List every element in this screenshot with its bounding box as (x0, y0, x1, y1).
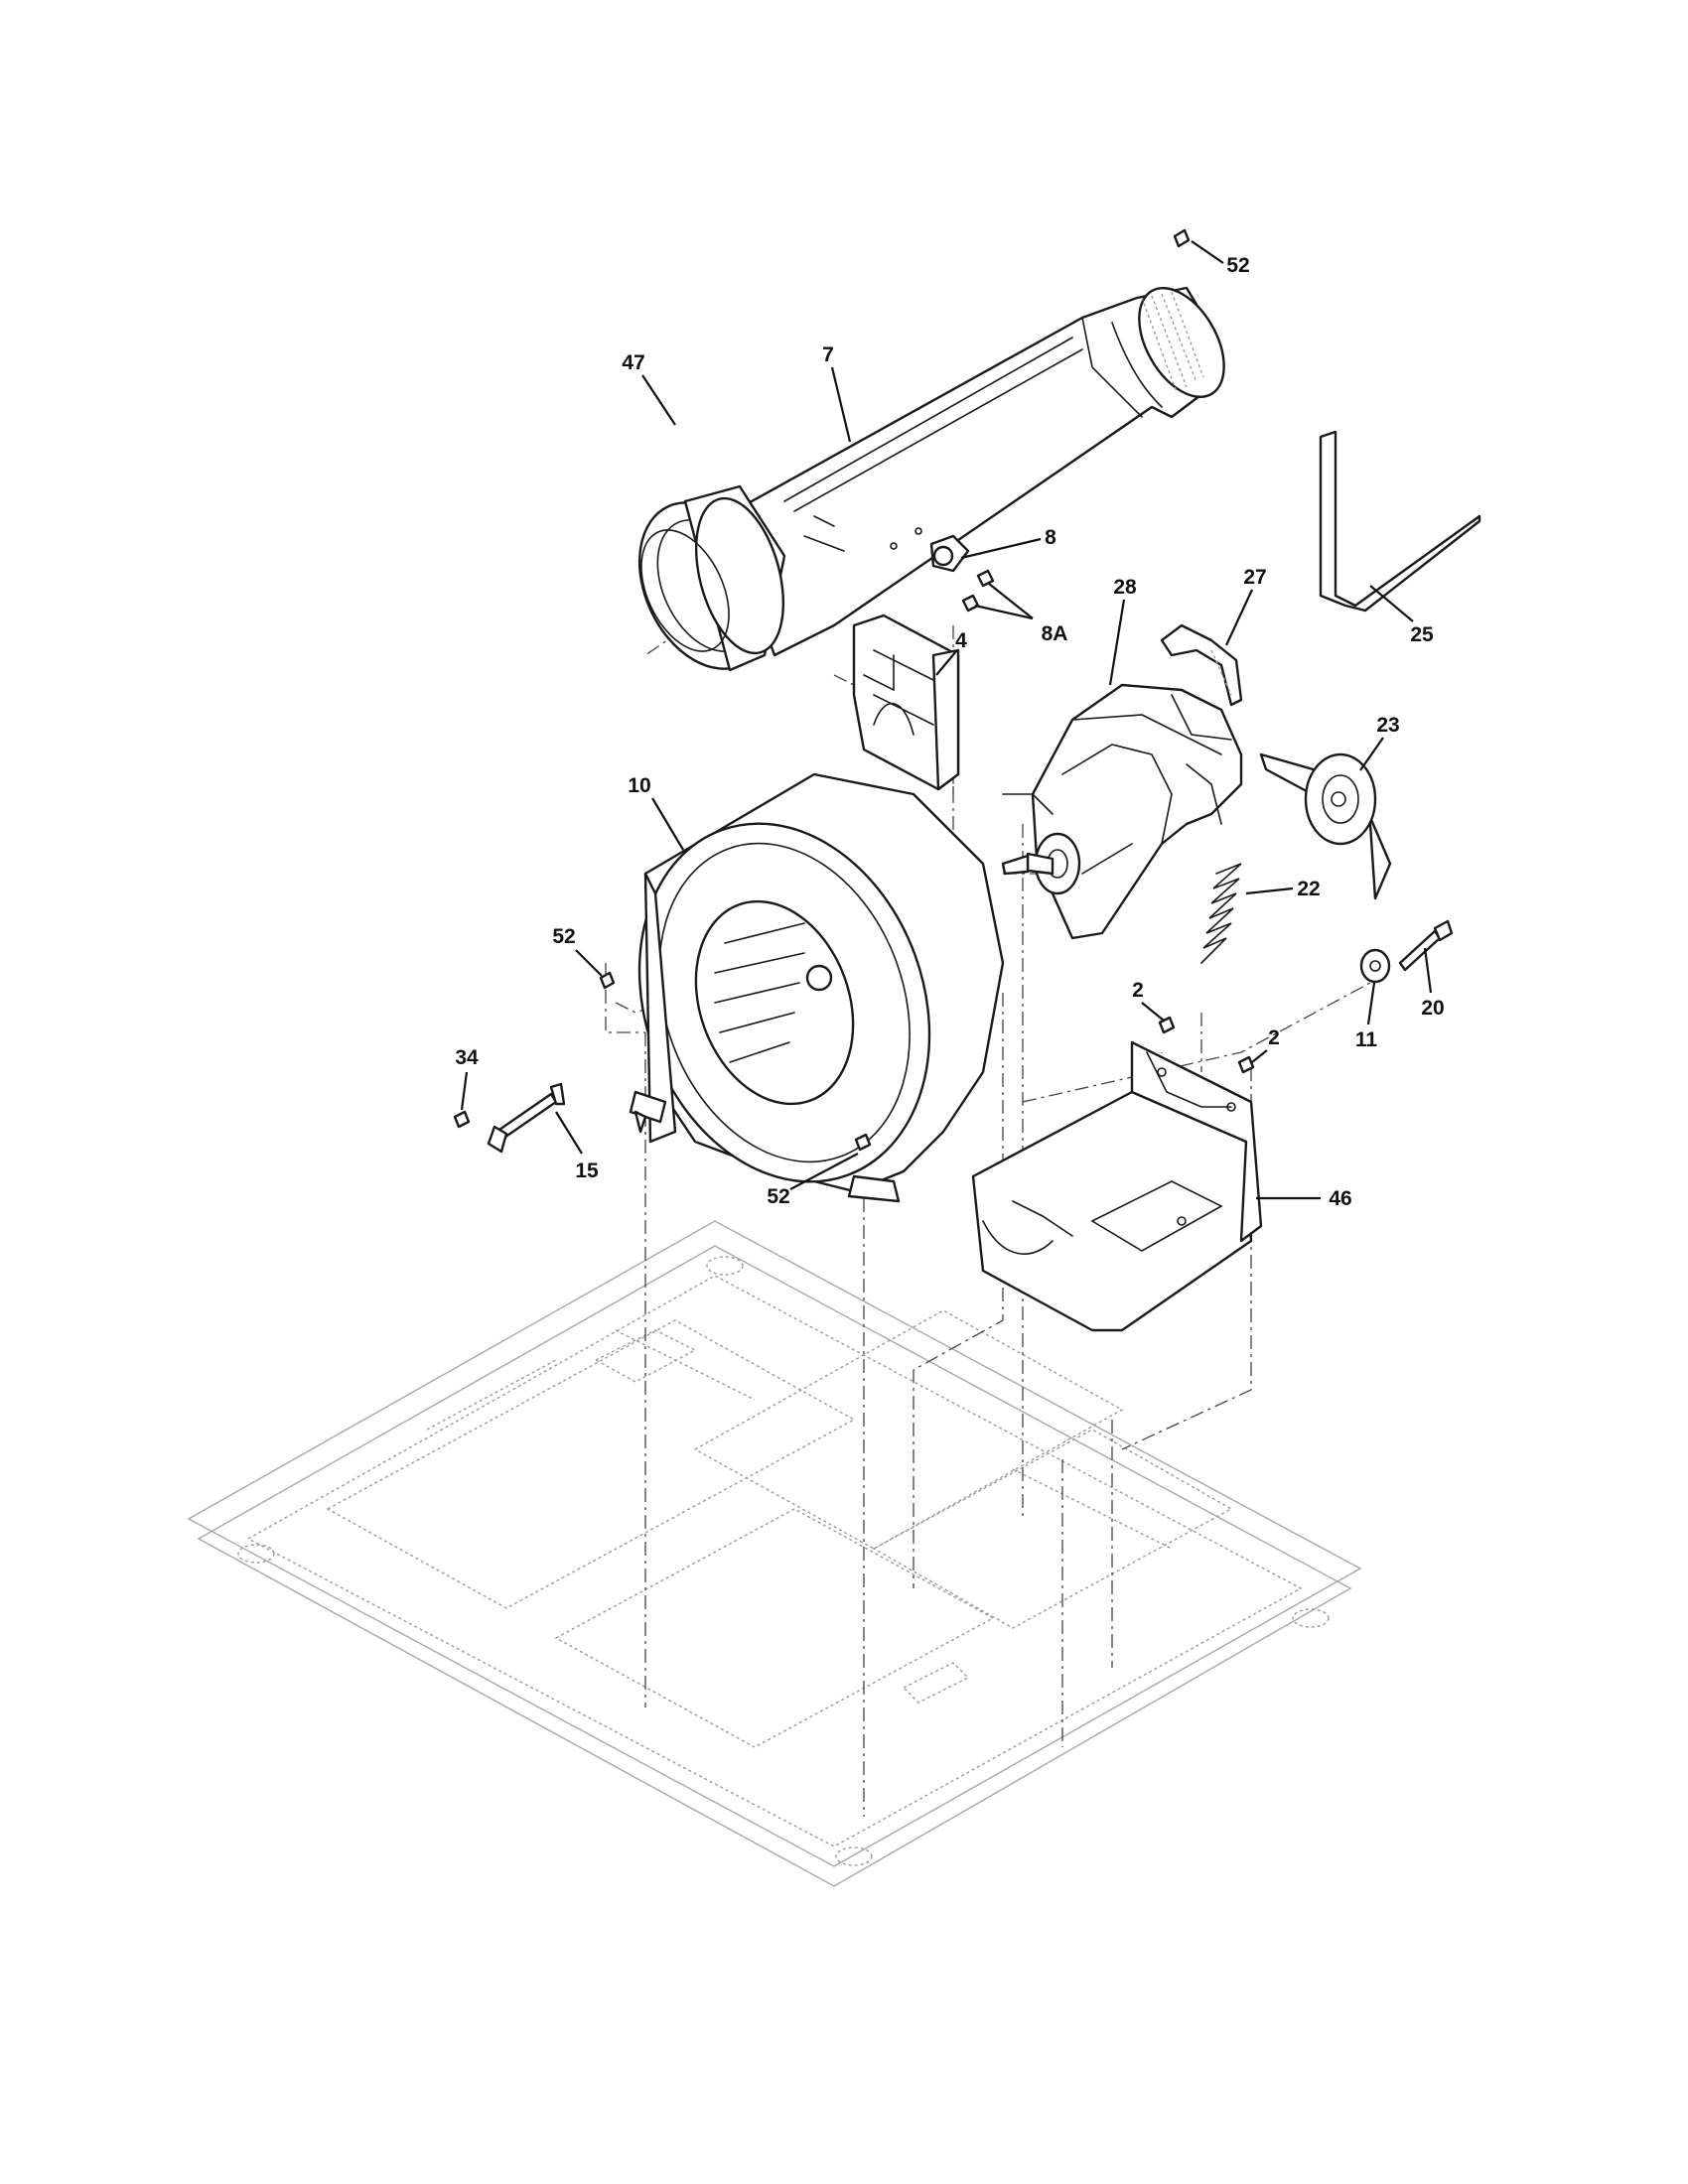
thermistor-15 (487, 1082, 566, 1154)
callout-47: 47 (622, 351, 644, 374)
callout-2-left: 2 (1132, 979, 1144, 1002)
leader-lines (460, 240, 1433, 1200)
callout-52-bottom: 52 (767, 1185, 789, 1208)
idler-spring-22 (1200, 863, 1242, 964)
bolt-20 (1398, 919, 1454, 972)
motor-bracket-4 (852, 614, 960, 791)
panel-25 (1319, 430, 1481, 613)
drive-motor-28 (1001, 683, 1243, 940)
motor-clamp-27 (1160, 623, 1243, 707)
callout-4: 4 (955, 629, 967, 652)
callout-7: 7 (822, 343, 834, 366)
callout-34: 34 (455, 1046, 479, 1069)
callout-52-left: 52 (552, 925, 575, 948)
blower-housing-10 (629, 772, 1005, 1203)
screw-34 (453, 1110, 471, 1129)
screw-52-bottom (854, 1133, 872, 1152)
callout-labels: 52 7 47 8 8A 28 27 25 4 23 10 22 52 2 2 … (455, 254, 1444, 1210)
callout-52-top: 52 (1226, 254, 1249, 277)
idler-pulley-23 (1259, 752, 1392, 900)
callout-46: 46 (1329, 1187, 1351, 1210)
callout-8: 8 (1045, 526, 1056, 549)
exhaust-duct-7 (723, 286, 1225, 657)
motor-mount-46 (971, 1040, 1263, 1332)
callout-23: 23 (1376, 714, 1399, 737)
callout-27: 27 (1243, 566, 1266, 589)
callout-20: 20 (1421, 997, 1444, 1020)
callout-11: 11 (1355, 1028, 1378, 1051)
callout-8A: 8A (1042, 622, 1068, 645)
callout-28: 28 (1113, 576, 1137, 599)
base-plate (187, 1220, 1362, 1887)
callout-2-right: 2 (1268, 1026, 1280, 1049)
duct-collar-47 (637, 484, 786, 672)
screw-52-top (1173, 228, 1191, 248)
callout-15: 15 (575, 1160, 599, 1182)
callout-25: 25 (1410, 623, 1434, 646)
callout-10: 10 (628, 774, 650, 797)
screw-2-left (1158, 1016, 1176, 1034)
bushing-11 (1359, 948, 1391, 984)
screws (453, 228, 1255, 1152)
screw-52-left (599, 971, 616, 990)
screw-2-right (1237, 1055, 1255, 1074)
screws-8A (961, 569, 995, 613)
callout-22: 22 (1297, 878, 1320, 900)
thermostat-8 (890, 527, 970, 573)
